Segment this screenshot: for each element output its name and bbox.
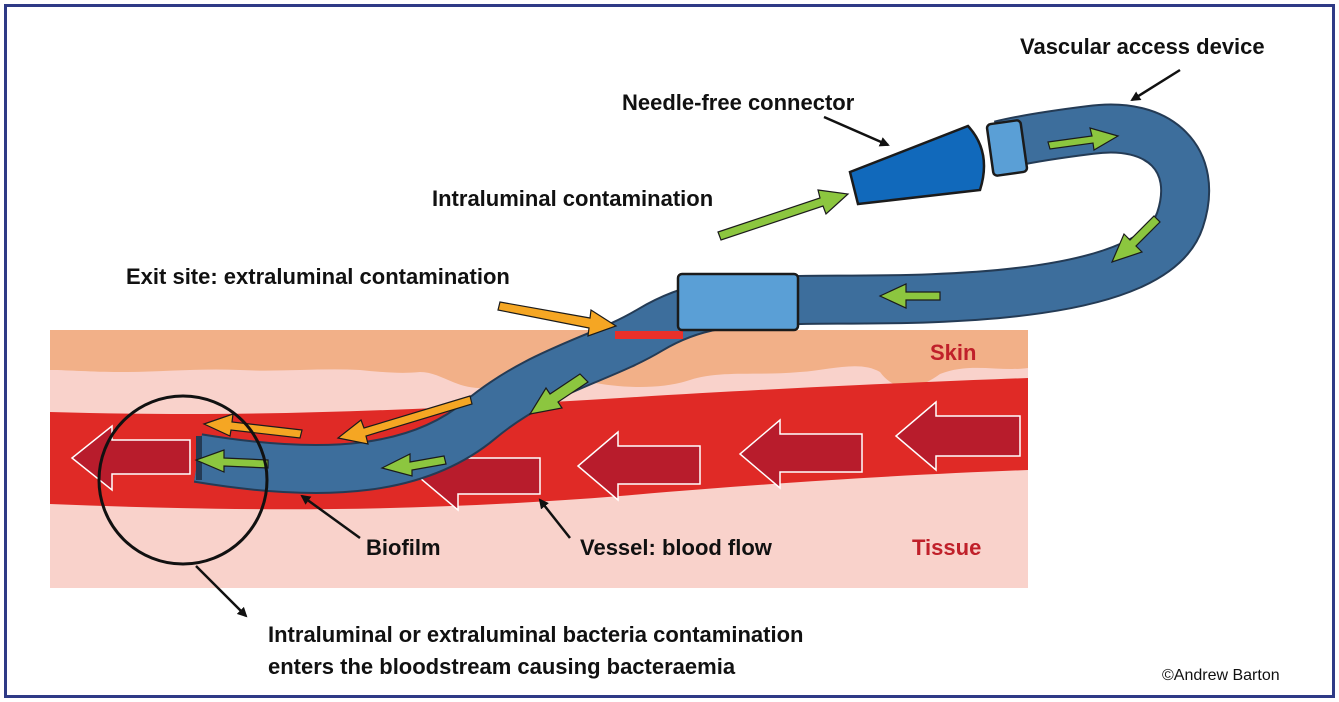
label-biofilm: Biofilm bbox=[366, 535, 441, 560]
green-flow-arrow bbox=[718, 190, 848, 240]
label-vascular-access-device: Vascular access device bbox=[1020, 34, 1265, 59]
label-needle-free-connector: Needle-free connector bbox=[622, 90, 855, 115]
pointer-arrow bbox=[1132, 70, 1180, 100]
caption-line-1: Intraluminal or extraluminal bacteria co… bbox=[268, 622, 803, 647]
label-skin: Skin bbox=[930, 340, 976, 365]
label-tissue: Tissue bbox=[912, 535, 981, 560]
needle-free-connector bbox=[850, 120, 1027, 204]
label-exit-site: Exit site: extraluminal contamination bbox=[126, 264, 510, 289]
exit-site-marker bbox=[615, 331, 683, 339]
label-vessel: Vessel: blood flow bbox=[580, 535, 773, 560]
caption-line-2: enters the bloodstream causing bacteraem… bbox=[268, 654, 736, 679]
copyright: ©Andrew Barton bbox=[1162, 667, 1280, 684]
label-intraluminal-contamination: Intraluminal contamination bbox=[432, 186, 713, 211]
pointer-arrow bbox=[824, 117, 888, 145]
catheter-hub bbox=[678, 274, 798, 330]
